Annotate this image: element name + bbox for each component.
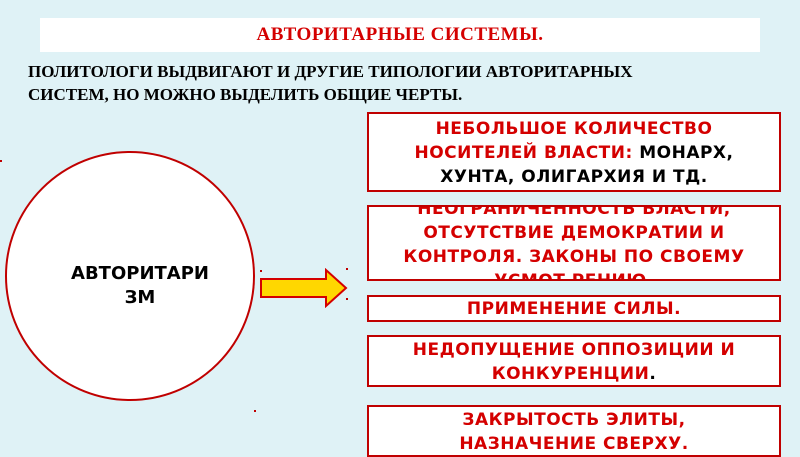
feature-box-2: НЕОГРАНИЧЕННОСТЬ ВЛАСТИ, ОТСУТСТВИЕ ДЕМО… bbox=[367, 205, 781, 281]
title-bar: АВТОРИТАРНЫЕ СИСТЕМЫ. bbox=[40, 18, 760, 52]
right-arrow-icon bbox=[260, 268, 348, 308]
intro-line-2: СИСТЕМ, НО МОЖНО ВЫДЕЛИТЬ ОБЩИЕ ЧЕРТЫ. bbox=[28, 85, 463, 104]
feature-1-line-2: НОСИТЕЛЕЙ ВЛАСТИ: МОНАРХ, bbox=[369, 141, 779, 165]
feature-4-line-2-black: . bbox=[649, 364, 657, 384]
feature-box-4: НЕДОПУЩЕНИЕ ОППОЗИЦИИ И КОНКУРЕНЦИИ. bbox=[367, 335, 781, 387]
circle-label-line-2: ЗМ bbox=[124, 287, 156, 308]
decor-dot bbox=[0, 160, 2, 162]
feature-2-line-4: УСМОТ РЕНИЮ. bbox=[494, 271, 654, 281]
feature-1-line-1: НЕБОЛЬШОЕ КОЛИЧЕСТВО bbox=[435, 119, 713, 139]
feature-box-5: ЗАКРЫТОСТЬ ЭЛИТЫ, НАЗНАЧЕНИЕ СВЕРХУ. bbox=[367, 405, 781, 457]
decor-dot bbox=[260, 270, 262, 272]
decor-dot bbox=[254, 410, 256, 412]
slide-title: АВТОРИТАРНЫЕ СИСТЕМЫ. bbox=[256, 24, 544, 45]
authoritarianism-circle bbox=[5, 151, 255, 401]
circle-label-line-1: АВТОРИТАРИ bbox=[71, 263, 209, 284]
feature-1-line-2-black: МОНАРХ, bbox=[639, 143, 734, 163]
feature-2-line-1: НЕОГРАНИЧЕННОСТЬ ВЛАСТИ, bbox=[417, 205, 731, 219]
feature-box-3: ПРИМЕНЕНИЕ СИЛЫ. bbox=[367, 295, 781, 322]
decor-dot bbox=[346, 268, 348, 270]
feature-5-line-1: ЗАКРЫТОСТЬ ЭЛИТЫ, bbox=[462, 410, 686, 430]
feature-2-line-2: ОТСУТСТВИЕ ДЕМОКРАТИИ И bbox=[423, 223, 725, 243]
feature-4-line-1: НЕДОПУЩЕНИЕ ОППОЗИЦИИ И bbox=[412, 340, 736, 360]
intro-text: ПОЛИТОЛОГИ ВЫДВИГАЮТ И ДРУГИЕ ТИПОЛОГИИ … bbox=[28, 60, 768, 106]
feature-4-line-2: КОНКУРЕНЦИИ. bbox=[369, 362, 779, 385]
feature-1-line-3: ХУНТА, ОЛИГАРХИЯ И ТД. bbox=[440, 167, 708, 187]
feature-3-line-1: ПРИМЕНЕНИЕ СИЛЫ. bbox=[466, 299, 682, 319]
intro-line-1: ПОЛИТОЛОГИ ВЫДВИГАЮТ И ДРУГИЕ ТИПОЛОГИИ … bbox=[28, 62, 633, 81]
feature-2-line-3: КОНТРОЛЯ. ЗАКОНЫ ПО СВОЕМУ bbox=[403, 247, 745, 267]
feature-1-line-2-red: НОСИТЕЛЕЙ ВЛАСТИ: bbox=[414, 143, 640, 163]
decor-dot bbox=[346, 298, 348, 300]
feature-box-1: НЕБОЛЬШОЕ КОЛИЧЕСТВО НОСИТЕЛЕЙ ВЛАСТИ: М… bbox=[367, 112, 781, 192]
circle-label: АВТОРИТАРИ ЗМ bbox=[40, 262, 240, 310]
feature-5-line-2: НАЗНАЧЕНИЕ СВЕРХУ. bbox=[459, 434, 689, 454]
feature-4-line-2-red: КОНКУРЕНЦИИ bbox=[491, 364, 650, 384]
